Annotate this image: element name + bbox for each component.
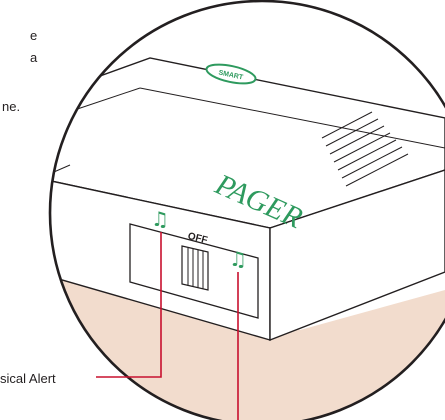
music-note-icon-left: ♫ xyxy=(151,207,169,231)
intro-text-fragment-3: ne. xyxy=(2,99,21,114)
speaker-vents xyxy=(321,111,409,187)
slide-switch[interactable] xyxy=(181,245,209,291)
intro-text-fragment-1: e xyxy=(30,28,38,43)
leader-line-musical-alert xyxy=(96,232,162,378)
switch-off-label: OFF xyxy=(187,231,209,247)
magnifier-circle xyxy=(48,0,445,420)
music-note-icon-right: ♫ xyxy=(229,247,247,271)
seam-line xyxy=(139,87,445,149)
intro-text-fragment-2: a xyxy=(30,50,38,65)
pager-top-face xyxy=(50,57,445,229)
seam-line xyxy=(50,131,61,151)
smart-logo: SMART xyxy=(205,63,257,85)
pager-side-face xyxy=(269,169,445,342)
musical-alert-callout-label: sical Alert xyxy=(0,371,56,386)
slide-switch-ridges xyxy=(187,248,204,289)
